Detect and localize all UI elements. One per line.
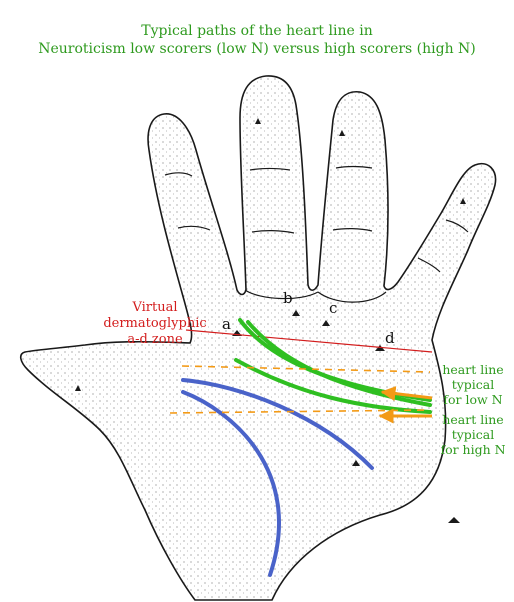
low-n-label-line-3: for low N [436, 392, 510, 407]
triradius-d-label: d [385, 330, 395, 346]
triradius-c-label: c [329, 300, 337, 316]
high-n-label-line-1: heart line [436, 412, 510, 427]
low-n-label-line-1: heart line [436, 362, 510, 377]
low-n-label: heart line typical for low N [436, 362, 510, 407]
triradius-b-label: b [283, 290, 293, 306]
title-line-1: Typical paths of the heart line in [0, 22, 514, 40]
zone-label: Virtual dermatoglyphic a-d zone [96, 300, 214, 348]
zone-label-line-2: dermatoglyphic [96, 316, 214, 332]
zone-label-line-1: Virtual [96, 300, 214, 316]
title-line-2: Neuroticism low scorers (low N) versus h… [0, 40, 514, 58]
high-n-label-line-3: for high N [436, 442, 510, 457]
high-n-label-line-2: typical [436, 427, 510, 442]
high-n-label: heart line typical for high N [436, 412, 510, 457]
triradius-a-label: a [222, 316, 231, 332]
zone-label-line-3: a-d zone [96, 332, 214, 348]
low-n-label-line-2: typical [436, 377, 510, 392]
